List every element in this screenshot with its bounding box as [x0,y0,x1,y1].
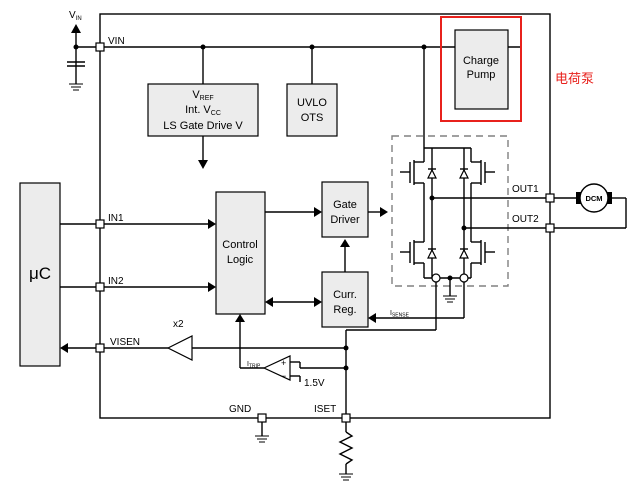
uvlo-label: UVLO [297,97,327,109]
pump-label: Pump [467,69,496,81]
charge-pump-callout: 电荷泵 [555,72,594,87]
vref-block [147,83,259,137]
logic-label: Logic [227,254,254,266]
in2-label: IN2 [108,276,124,287]
x2-amplifier [166,335,193,361]
vin-supply [67,24,100,91]
comp-plus: + [281,358,286,368]
vin-pin-label: VIN [108,36,125,47]
reg-label: Reg. [333,304,356,316]
iset-resistor [338,431,354,465]
h-bridge-region [391,135,509,287]
mosfet-high-left [400,160,437,185]
charge-pump-block [454,29,509,110]
comp-minus: − [281,371,286,381]
iset-pin [341,413,351,423]
charge-label: Charge [463,55,499,67]
in2-pin [95,282,105,292]
out1-label: OUT1 [512,184,539,195]
curr-reg-block [321,271,369,328]
dc-motor [579,183,609,213]
isense-label: ISENSE [390,310,410,319]
curr-label: Curr. [333,289,357,301]
vin-pin [95,42,105,52]
visen-pin [95,343,105,353]
intvcc-label: Int. VCC [185,104,221,117]
reference-label: 1.5V [304,378,325,389]
ic-outline [99,13,551,419]
control-label: Control [222,239,257,251]
charge-pump-highlight [440,16,522,122]
mosfet-low-left [400,240,437,265]
out2-label: OUT2 [512,214,539,225]
mosfet-high-right [459,160,495,185]
itrip-label: ITRIP [247,361,261,370]
iset-label: ISET [314,404,336,415]
visen-label: VISEN [110,337,140,348]
vin-top-label: VIN [69,10,82,22]
gnd-pin [257,413,267,423]
vref-label: VREF [192,89,213,102]
uvlo-ots-block [286,83,338,137]
out1-pin [545,193,555,203]
mosfet-low-right [459,240,495,265]
ots-label: OTS [301,112,324,124]
gain-label: x2 [173,319,184,330]
gate-label: Gate [333,199,357,211]
ls-gate-drive-label: LS Gate Drive V [163,120,243,132]
motor-label: DCM [585,194,602,203]
driver-label: Driver [330,214,360,226]
itrip-comparator [262,355,291,381]
uc-label: μC [29,264,51,283]
gnd-label: GND [229,404,251,415]
control-logic-block [215,191,266,315]
in1-pin [95,219,105,229]
uc-block [19,182,61,367]
gate-driver-block [321,181,369,238]
out2-pin [545,223,555,233]
in1-label: IN1 [108,213,124,224]
